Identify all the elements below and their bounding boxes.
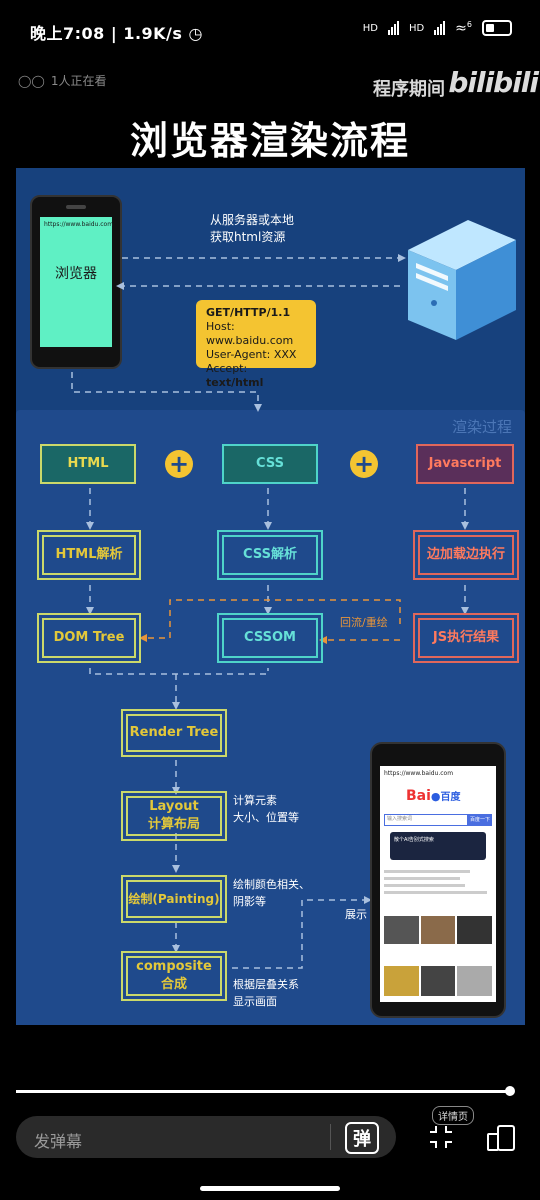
- painting-note: 绘制颜色相关、 阴影等: [233, 878, 310, 908]
- status-speed: 1.9K/s: [123, 24, 183, 43]
- server-icon: [408, 220, 516, 340]
- portrait-mode-icon[interactable]: [486, 1124, 516, 1152]
- painting-box: 绘制(Painting): [121, 875, 227, 923]
- result-banner: 散个AI告别式搜索: [390, 832, 486, 860]
- channel-name: 程序期间: [373, 79, 445, 100]
- display-label: 展示: [345, 908, 367, 921]
- request-note: 从服务器或本地 获取html资源: [210, 213, 295, 244]
- signal-icon: [434, 21, 446, 36]
- result-url: https://www.baidu.com: [384, 770, 454, 777]
- signal-icon: [387, 21, 399, 36]
- status-bar-left: 晚上7:08 | 1.9K/s ◷: [30, 24, 203, 43]
- danmu-toggle-button[interactable]: 弹: [345, 1122, 379, 1154]
- reflow-label: 回流/重绘: [340, 616, 388, 629]
- network-2: HD: [408, 22, 425, 34]
- composite-note: 根据层叠关系 显示画面: [233, 978, 299, 1008]
- css-input-box: CSS: [222, 444, 318, 484]
- result-phone: https://www.baidu.com Bai●百度 输入搜索词 百度一下 …: [370, 742, 506, 1018]
- js-result-box: JS执行结果: [413, 613, 519, 663]
- exit-fullscreen-icon[interactable]: [428, 1124, 454, 1150]
- http-request-bubble: GET/HTTP/1.1 Host: www.baidu.com User-Ag…: [196, 300, 316, 389]
- result-news-lines: [384, 866, 492, 926]
- status-bar-right: HD HD ≈6: [363, 20, 512, 37]
- status-time: 晚上7:08: [30, 24, 105, 43]
- result-image-row: [384, 916, 493, 944]
- phone-screen: https://www.baidu.com 浏览器: [40, 217, 114, 347]
- network-1: HD: [362, 22, 378, 34]
- css-parse-box: CSS解析: [217, 530, 323, 580]
- alarm-icon: ◷: [188, 24, 203, 43]
- layout-box: Layout 计算布局: [121, 791, 227, 841]
- render-process-label: 渲染过程: [452, 418, 513, 436]
- browser-url: https://www.baidu.com: [44, 221, 114, 228]
- progress-fill: [16, 1090, 510, 1093]
- plus-icon: +: [165, 450, 193, 478]
- html-input-box: HTML: [40, 444, 136, 484]
- layout-note: 计算元素 大小、位置等: [233, 794, 299, 824]
- bilibili-logo: bilibili: [448, 66, 539, 99]
- progress-handle[interactable]: [505, 1086, 515, 1096]
- detail-page-label[interactable]: 详情页: [432, 1106, 474, 1125]
- phone-notch: [66, 205, 86, 209]
- people-icon: ◯◯: [18, 73, 45, 88]
- home-indicator[interactable]: [200, 1186, 340, 1191]
- result-search-input[interactable]: 输入搜索词: [384, 814, 468, 826]
- js-execute-box: 边加载边执行: [413, 530, 519, 580]
- result-search-button[interactable]: 百度一下: [468, 814, 492, 826]
- dom-tree-box: DOM Tree: [37, 613, 141, 663]
- baidu-logo: Bai●百度: [406, 788, 461, 804]
- plus-icon: +: [350, 450, 378, 478]
- composite-box: composite 合成: [121, 951, 227, 1001]
- watchers-count: ◯◯ 1人正在看: [18, 73, 107, 89]
- browser-label: 浏览器: [55, 266, 97, 282]
- paw-icon: ●: [430, 790, 441, 803]
- javascript-input-box: Javascript: [416, 444, 514, 484]
- render-tree-box: Render Tree: [121, 709, 227, 757]
- battery-icon: [482, 20, 512, 37]
- browser-phone: https://www.baidu.com 浏览器: [30, 195, 122, 369]
- wifi-icon: ≈6: [455, 20, 472, 37]
- result-image-row: [384, 966, 493, 996]
- cssom-box: CSSOM: [217, 613, 323, 663]
- video-title: 浏览器渲染流程: [129, 119, 410, 163]
- danmu-input[interactable]: [16, 1116, 396, 1158]
- html-parse-box: HTML解析: [37, 530, 141, 580]
- danmu-placeholder: 发弹幕: [34, 1132, 83, 1151]
